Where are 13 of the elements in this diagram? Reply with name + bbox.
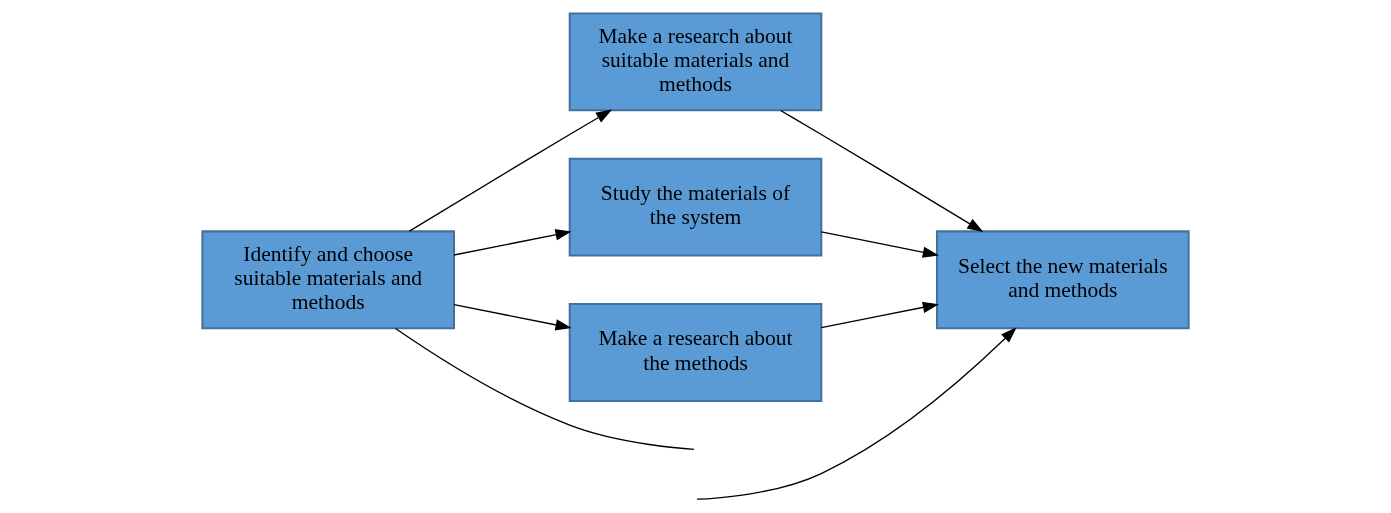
node-box: Make a research about suitable materials and methods	[568, 12, 823, 112]
node-box: Make a research about the methods	[568, 303, 823, 402]
arrow	[820, 231, 939, 258]
connector	[394, 327, 695, 450]
arrow	[453, 303, 572, 331]
arrow	[779, 109, 984, 233]
arrow	[408, 109, 613, 232]
node-box: Select the new materials and methods	[936, 230, 1190, 330]
arrow	[696, 327, 1017, 500]
arrow	[453, 229, 572, 256]
node-box: Study the materials of the system	[568, 157, 823, 257]
node-box: Identify and choose suitable materials and methods	[201, 230, 455, 330]
arrow	[820, 301, 939, 329]
